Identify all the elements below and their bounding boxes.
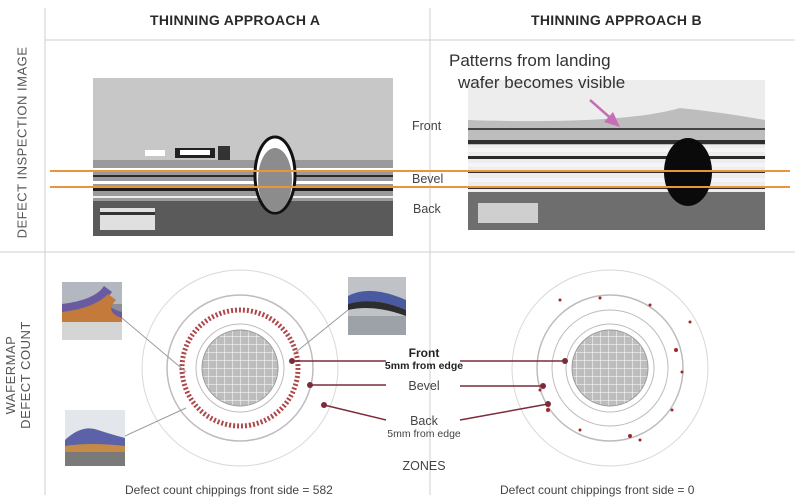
label-back: Back bbox=[413, 202, 441, 216]
inset-connectors bbox=[121, 309, 349, 437]
header-approach-a: THINNING APPROACH A bbox=[150, 12, 321, 28]
zone-back-label: Back bbox=[410, 414, 438, 428]
callout-arrow-head bbox=[604, 112, 620, 127]
row-label-wafermap-line2: DEFECT COUNT bbox=[18, 321, 33, 429]
row-label-wafermap: WAFERMAP DEFECT COUNT bbox=[3, 315, 33, 435]
caption-approach-a: Defect count chippings front side = 582 bbox=[125, 483, 333, 497]
inspection-image-b bbox=[468, 80, 765, 230]
label-bevel: Bevel bbox=[412, 172, 444, 186]
zone-front-label: Front bbox=[408, 346, 440, 360]
wafermap-b bbox=[511, 269, 709, 467]
zone-lines bbox=[292, 360, 565, 421]
callout-line-1: Patterns from landing bbox=[449, 51, 611, 70]
label-front: Front bbox=[412, 119, 442, 133]
inspection-image-a bbox=[93, 78, 393, 236]
zone-front-sub: 5mm from edge bbox=[384, 360, 464, 372]
inset-thumbnail-top-left bbox=[62, 282, 122, 340]
callout-text: Patterns from landing wafer becomes visi… bbox=[449, 50, 625, 94]
zone-back-sub: 5mm from edge bbox=[387, 428, 461, 440]
zone-back: Back 5mm from edge bbox=[387, 414, 461, 440]
zones-title: ZONES bbox=[402, 459, 446, 473]
caption-approach-b: Defect count chippings front side = 0 bbox=[500, 483, 695, 497]
zone-front: Front 5mm from edge bbox=[385, 346, 463, 372]
zone-points bbox=[289, 358, 568, 408]
row-label-wafermap-line1: WAFERMAP bbox=[3, 335, 18, 415]
row-label-inspection: DEFECT INSPECTION IMAGE bbox=[14, 46, 30, 239]
inset-thumbnail-bottom-left bbox=[65, 410, 125, 466]
zone-bevel: Bevel bbox=[408, 379, 440, 393]
wafermap-a bbox=[141, 269, 339, 467]
callout-line-2: wafer becomes visible bbox=[458, 73, 626, 92]
inset-thumbnail-top-right bbox=[348, 277, 406, 335]
header-approach-b: THINNING APPROACH B bbox=[531, 12, 702, 28]
